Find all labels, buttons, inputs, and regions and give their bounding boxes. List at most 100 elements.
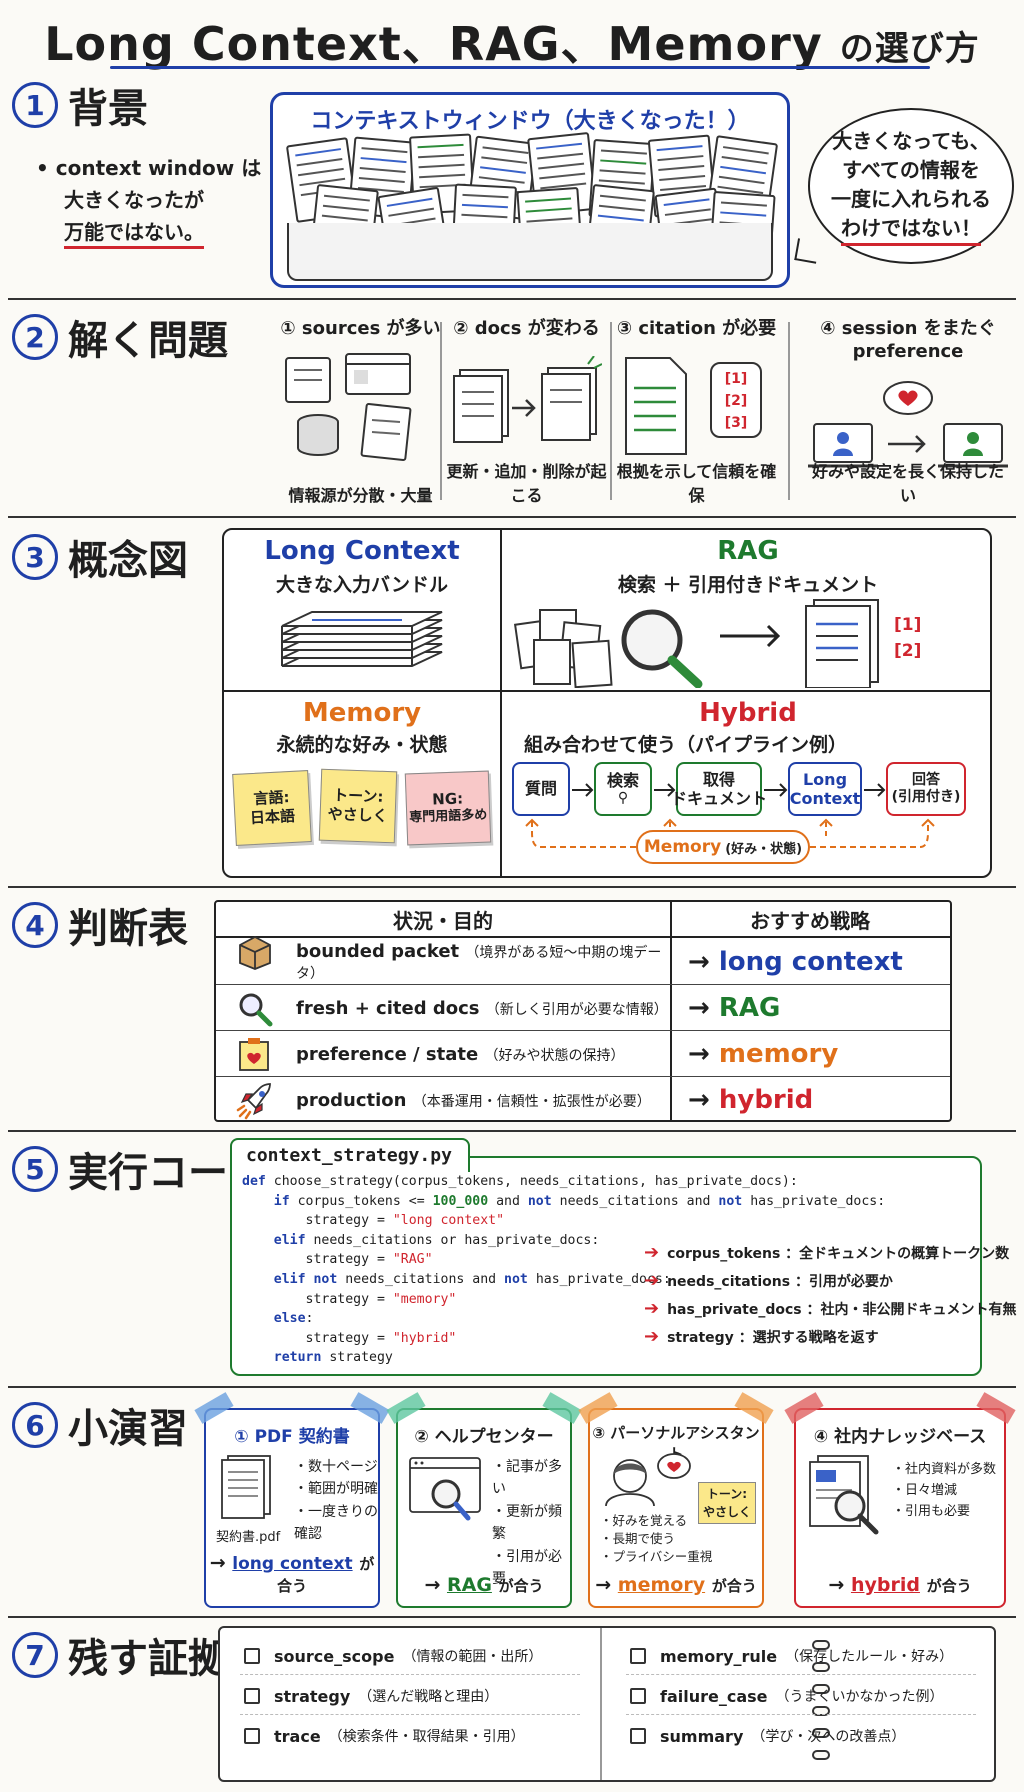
divider — [8, 1616, 1016, 1618]
concept-diagram: Long Context 大きな入力バンドル RAG 検索 ＋ 引用付きドキュメ… — [222, 528, 992, 878]
section-7-number: 7 — [12, 1632, 58, 1678]
red-arrow-icon: ➔ — [644, 1270, 660, 1291]
bubble-line-4: わけではない！ — [841, 214, 981, 246]
hybrid-sub: 組み合わせて使う（パイプライン例） — [524, 734, 848, 756]
row-situation: bounded packet — [296, 941, 460, 962]
card-bullets: ・記事が多い ・更新が頻繁 ・引用が必要 — [492, 1456, 570, 1590]
section-6-number: 6 — [12, 1402, 58, 1448]
note-line: 専門用語多め — [409, 807, 488, 826]
card-bullet: ・社内資料が多数 — [892, 1462, 997, 1477]
note-line: やさしく — [327, 804, 388, 826]
checkbox[interactable] — [244, 1688, 260, 1704]
red-arrow-icon: ➔ — [644, 1242, 660, 1263]
box-icon — [239, 935, 271, 970]
checklist-item[interactable]: summary（学び・次への改善点） — [630, 1726, 905, 1746]
check-key: strategy — [274, 1686, 351, 1706]
card-bullet: ・数十ページ — [294, 1459, 378, 1475]
bubble-tail — [794, 238, 820, 264]
section-2-title: 解く問題 — [68, 318, 228, 364]
note-line: 日本語 — [249, 806, 296, 828]
context-window-label: コンテキストウィンドウ（大きくなった！） — [310, 109, 750, 134]
row-situation-detail: （新しく引用が必要な情報） — [485, 1001, 668, 1018]
tray-icon — [287, 223, 773, 281]
rag-ref-1: [1] — [894, 615, 922, 635]
problem-foot: 更新・追加・削除が起こる — [446, 462, 607, 505]
pdf-document-icon — [221, 1455, 271, 1519]
flow-question: 質問 — [512, 762, 570, 816]
card-bullet: ・範囲が明確 — [294, 1481, 378, 1498]
context-window-box: コンテキストウィンドウ（大きくなった！） — [270, 92, 790, 288]
problem-head: ③ citation が必要 — [616, 318, 777, 339]
card-bullet: ・好みを覚える — [600, 1513, 688, 1528]
section-2-number: 2 — [12, 314, 58, 360]
sticky-note-ng: NG:専門用語多め — [404, 770, 492, 846]
background-text: • context window は 大きくなったが 万能ではない。 — [36, 152, 261, 249]
ring-icon — [812, 1706, 830, 1716]
table-row: fresh + cited docs （新しく引用が必要な情報） → RAG — [216, 986, 950, 1031]
rocket-icon — [236, 1082, 271, 1119]
card-result: → RAG が合う — [424, 1574, 544, 1596]
checklist-item[interactable]: memory_rule（保存したルール・好み） — [630, 1646, 953, 1666]
row-arrow: → — [688, 1085, 710, 1115]
card-bullets: ・数十ページ ・範囲が明確 ・一度きりの確認 — [294, 1456, 378, 1546]
section-4-number: 4 — [12, 902, 58, 948]
checklist-item[interactable]: trace（検索条件・取得結果・引用） — [244, 1726, 525, 1746]
title-suffix: の選び方 — [839, 29, 980, 69]
checkbox[interactable] — [630, 1648, 646, 1664]
flow-search: 検索 ⚲ — [594, 762, 652, 816]
card-result: → hybrid が合う — [828, 1574, 972, 1596]
card-bullet: ・プライバシー重視 — [600, 1549, 713, 1565]
note-line: トーン: — [706, 1487, 748, 1501]
checklist-item[interactable]: source_scope（情報の範囲・出所） — [244, 1646, 542, 1666]
checklist-item[interactable]: failure_case（うまくいかなかった例） — [630, 1686, 944, 1706]
row-arrow: → — [688, 947, 710, 977]
annotation-desc: ：選択する戦略を返す — [738, 1330, 879, 1346]
ref-2: [2] — [724, 393, 748, 409]
title-main: Long Context、RAG、Memory — [44, 17, 823, 71]
magnifier-icon: ⚲ — [617, 790, 629, 807]
divider — [8, 886, 1016, 888]
checklist-item[interactable]: strategy（選んだ戦略と理由） — [244, 1686, 498, 1706]
check-desc: （保存したルール・好み） — [785, 1649, 954, 1665]
row-arrow: → — [688, 1039, 710, 1069]
card-result-suffix: が合う — [926, 1577, 972, 1595]
row-situation: production — [296, 1089, 407, 1111]
problem-citation: ③ citation が必要 [1] [2] [3] 根拠を示して信頼を確保 — [614, 318, 779, 506]
sticky-note-tone: トーン:やさしく — [318, 768, 398, 844]
exercise-card-help-center: ② ヘルプセンター ・記事が多い ・更新が頻繁 ・引用が必要 → RAG が合う — [386, 1392, 582, 1608]
checkbox[interactable] — [630, 1728, 646, 1744]
dashed-line — [626, 1674, 976, 1675]
bubble-line-1: 大きくなっても、 — [832, 128, 990, 153]
note-line: やさしく — [702, 1505, 751, 1519]
card-filename: 契約書.pdf — [216, 1530, 281, 1545]
check-key: summary — [660, 1726, 744, 1746]
annotation-desc: ：全ドキュメントの概算トークン数 — [785, 1246, 1010, 1262]
checkbox[interactable] — [244, 1728, 260, 1744]
memory-pill-sub: (好み・状態) — [725, 841, 803, 857]
note-line: 言語: — [252, 787, 290, 808]
checkbox[interactable] — [630, 1688, 646, 1704]
card-result-strategy: RAG — [446, 1574, 492, 1596]
code-annotation: ➔needs_citations ：引用が必要か — [644, 1270, 893, 1291]
card-bullet: ・記事が多い — [492, 1459, 562, 1498]
problem-docs-change: ② docs が変わる 更新・追加・削除が起こる — [444, 318, 609, 506]
flow-long-context: Long Context — [788, 762, 862, 816]
evidence-notebook: source_scope（情報の範囲・出所） strategy（選んだ戦略と理由… — [218, 1626, 996, 1782]
tape — [350, 1392, 390, 1424]
exercise-card-knowledge-base: ④ 社内ナレッジベース ・社内資料が多数 ・日々増減 ・引用も必要 → hybr… — [784, 1392, 1016, 1608]
checkbox[interactable] — [244, 1648, 260, 1664]
code-filename-tab: context_strategy.py — [230, 1138, 470, 1172]
table-row: production （本番運用・信頼性・拡張性が必要） → hybrid — [216, 1078, 950, 1122]
memory-title: Memory — [302, 698, 422, 728]
check-key: failure_case — [660, 1686, 768, 1706]
row-strategy: hybrid — [718, 1085, 814, 1115]
docs-change-icon — [453, 356, 602, 443]
problem-head: ④ session をまたぐ — [820, 318, 996, 339]
ring-icon — [812, 1684, 830, 1694]
problem-preference: ④ session をまたぐ preference 好みや設定を長く保持したい — [808, 318, 1008, 506]
red-arrow-icon: ➔ — [644, 1298, 660, 1319]
divider — [8, 1386, 1016, 1388]
rag-sub: 検索 ＋ 引用付きドキュメント — [617, 574, 879, 596]
memory-sub: 永続的な好み・状態 — [276, 734, 448, 756]
section-1-number: 1 — [12, 82, 58, 128]
